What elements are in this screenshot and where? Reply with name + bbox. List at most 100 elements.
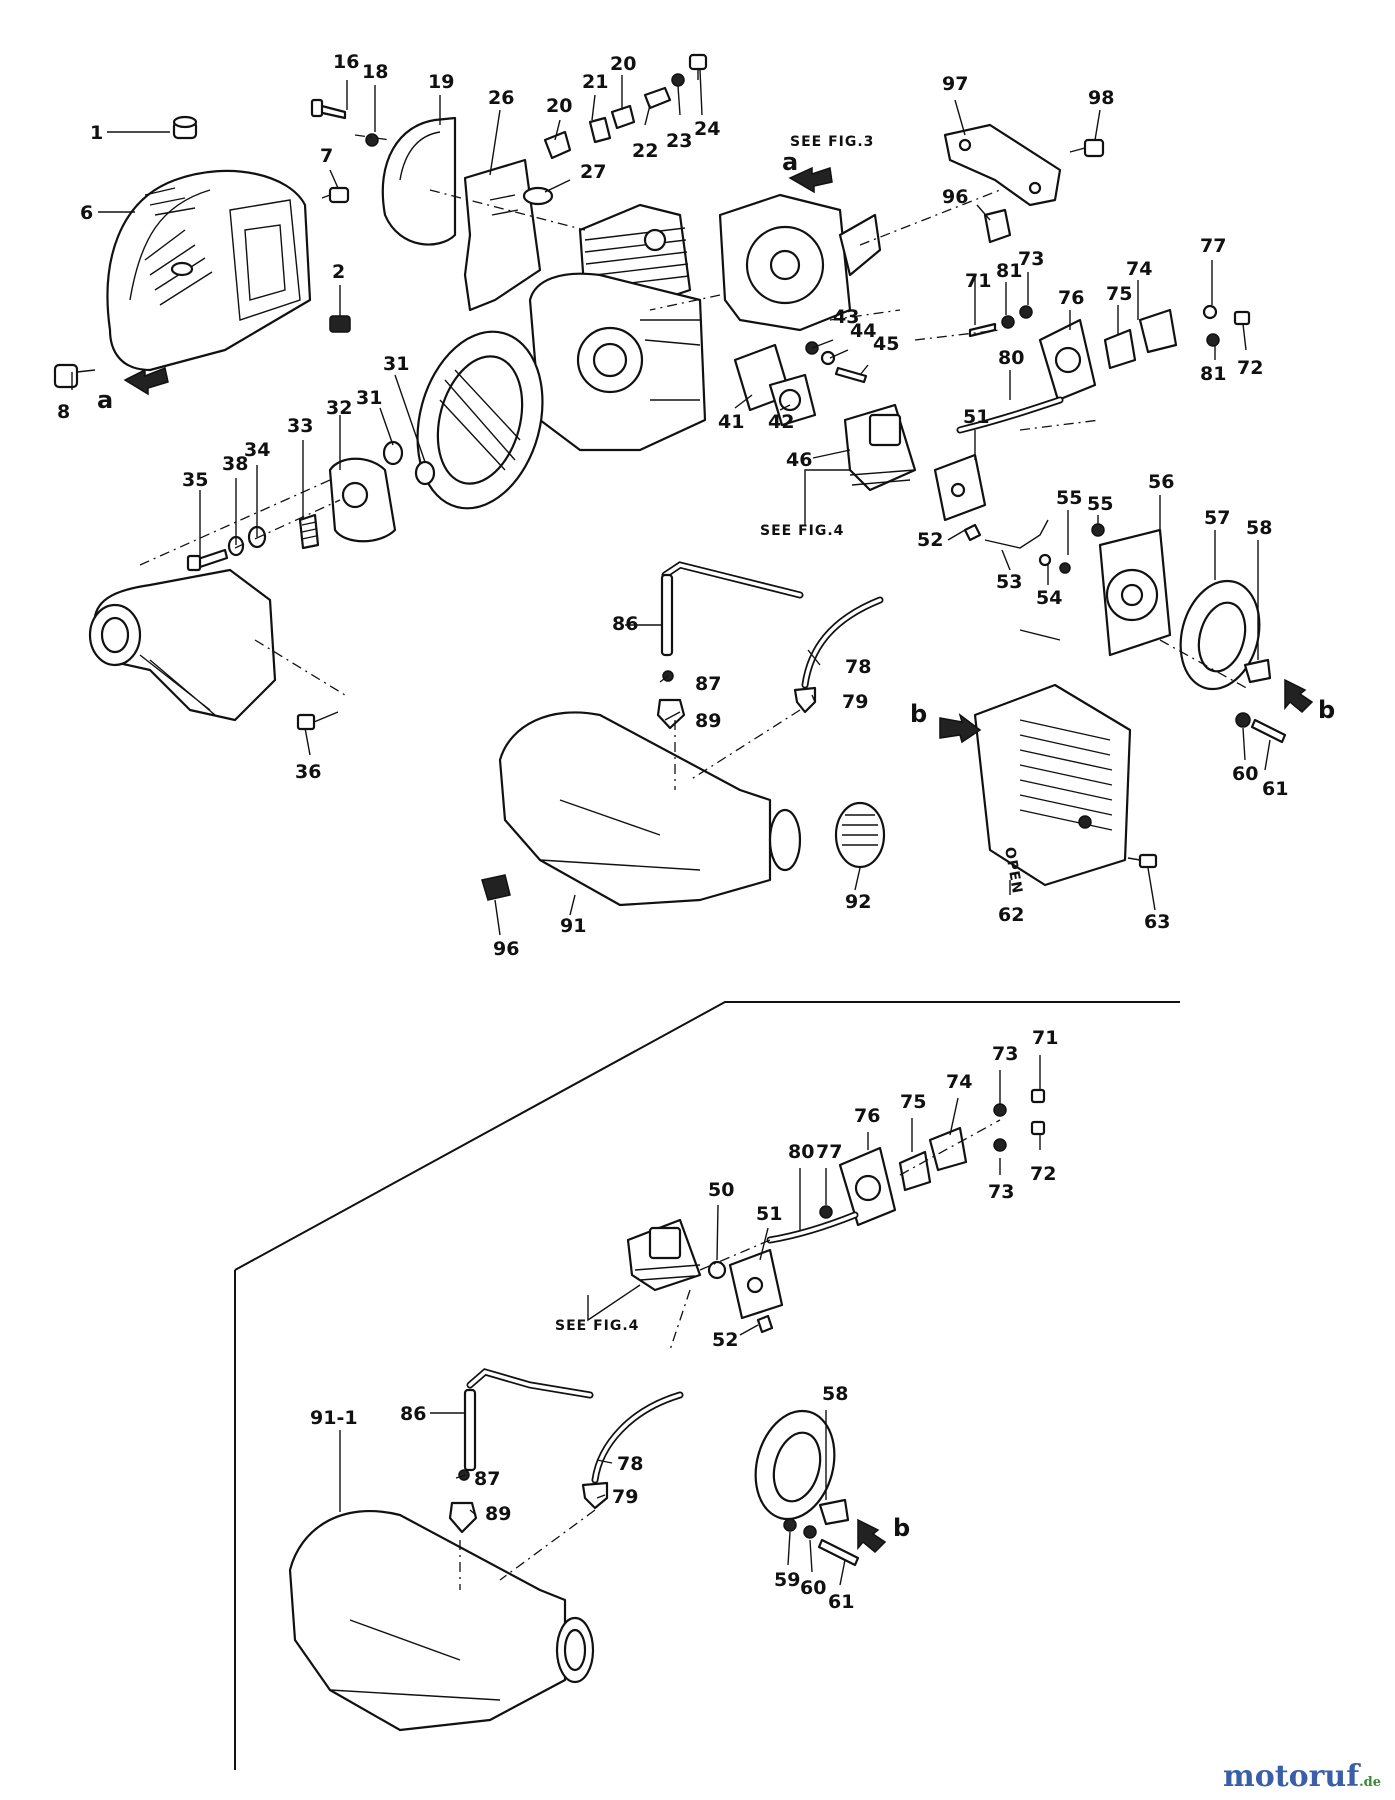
intake-41-42-part (733, 343, 817, 427)
fuel-tank-91-part (498, 711, 802, 907)
see-fig-4-lower-label: SEE FIG.4 (555, 1318, 639, 1334)
arrow-a-left-label: a (97, 386, 113, 414)
label-36: 36 (295, 761, 321, 783)
label-71-lower: 71 (1032, 1027, 1058, 1049)
label-7: 7 (320, 145, 333, 167)
label-34: 34 (244, 439, 270, 461)
label-54: 54 (1036, 587, 1062, 609)
filter-79-part (793, 686, 817, 714)
label-42: 42 (768, 411, 794, 433)
label-89-lower: 89 (485, 1503, 511, 1525)
label-26: 26 (488, 87, 514, 109)
label-61: 61 (1262, 778, 1288, 800)
block-96-lower-part (481, 874, 511, 901)
lower-part-labels: 73 71 74 75 76 77 80 73 72 50 51 52 58 8… (310, 1027, 1058, 1613)
label-75: 75 (1106, 283, 1132, 305)
label-52: 52 (917, 529, 943, 551)
label-91: 91 (560, 915, 586, 937)
arrow-b-lower-label: b (893, 1514, 910, 1542)
label-32: 32 (326, 397, 352, 419)
clip-2-part (329, 315, 351, 333)
filter-89-part (656, 698, 686, 730)
fan-flywheel-part (416, 330, 544, 510)
label-73-lower-b: 73 (988, 1181, 1014, 1203)
label-1: 1 (90, 122, 103, 144)
shroud-19-part (381, 116, 457, 246)
label-61-lower: 61 (828, 1591, 854, 1613)
clip-58-part (1243, 658, 1272, 684)
watermark-brand: motoruf (1222, 1759, 1360, 1794)
label-74-lower: 74 (946, 1071, 972, 1093)
carburetor-part (843, 403, 917, 492)
screw-7-part (321, 186, 350, 204)
label-43: 43 (833, 306, 859, 328)
label-77-lower: 77 (816, 1141, 842, 1163)
label-79: 79 (842, 691, 868, 713)
label-86-lower: 86 (400, 1403, 426, 1425)
label-80: 80 (998, 347, 1024, 369)
label-79-lower: 79 (612, 1486, 638, 1508)
part-52-lower (756, 1314, 774, 1334)
washer-31-parts (382, 440, 436, 486)
label-59-lower: 59 (774, 1569, 800, 1591)
label-77: 77 (1200, 235, 1226, 257)
label-81b: 81 (1200, 363, 1226, 385)
bolt-35-part (186, 548, 229, 572)
washers-34-38-part (227, 525, 267, 557)
label-74: 74 (1126, 258, 1152, 280)
label-6: 6 (80, 202, 93, 224)
fuel-tank-91-1-part (288, 1510, 595, 1732)
label-76-lower: 76 (854, 1105, 880, 1127)
label-58-lower: 58 (822, 1383, 848, 1405)
label-73-lower-a: 73 (992, 1043, 1018, 1065)
label-16: 16 (333, 51, 359, 73)
bolt-60-61-part (1235, 712, 1287, 744)
label-53: 53 (996, 571, 1022, 593)
label-60: 60 (1232, 763, 1258, 785)
small-hardware-20-24 (543, 53, 708, 160)
arrow-b-right-icon (1284, 678, 1314, 714)
arrow-a-left-icon (123, 366, 169, 396)
filter-89-lower-part (448, 1501, 478, 1534)
arrow-b-lower-icon (857, 1518, 887, 1554)
fuel-cap-92-part (834, 801, 886, 869)
label-35: 35 (182, 469, 208, 491)
label-72-lower: 72 (1030, 1163, 1056, 1185)
label-51: 51 (963, 406, 989, 428)
label-45: 45 (873, 333, 899, 355)
label-23: 23 (666, 130, 692, 152)
label-62: 62 (998, 904, 1024, 926)
clutch-housing-part (88, 568, 277, 722)
label-81a: 81 (996, 260, 1022, 282)
block-96-part (983, 208, 1012, 244)
label-44: 44 (850, 320, 876, 342)
label-41: 41 (718, 411, 744, 433)
label-20a: 20 (546, 95, 572, 117)
engine-cover-part (106, 169, 312, 372)
label-31a: 31 (356, 387, 382, 409)
label-33: 33 (287, 415, 313, 437)
arrow-b-left-icon (939, 713, 982, 744)
label-73: 73 (1018, 248, 1044, 270)
bolt-8-part (53, 363, 96, 389)
label-22: 22 (632, 140, 658, 162)
label-92: 92 (845, 891, 871, 913)
carburetor-lower-part (626, 1218, 702, 1292)
label-80-lower: 80 (788, 1141, 814, 1163)
label-20b: 20 (610, 53, 636, 75)
filter-base-71-77 (968, 304, 1251, 402)
label-56: 56 (1148, 471, 1174, 493)
ring-58-lower-part (754, 1409, 836, 1521)
label-96b: 96 (493, 938, 519, 960)
arrow-a-top-icon (788, 166, 833, 194)
label-75-lower: 75 (900, 1091, 926, 1113)
label-18: 18 (362, 61, 388, 83)
clutch-32-part (328, 457, 397, 543)
label-50-lower: 50 (708, 1179, 734, 1201)
gasket-50-part (707, 1260, 727, 1280)
label-8: 8 (57, 401, 70, 423)
label-31b: 31 (383, 353, 409, 375)
label-46: 46 (786, 449, 812, 471)
screw-36-part (296, 711, 339, 731)
